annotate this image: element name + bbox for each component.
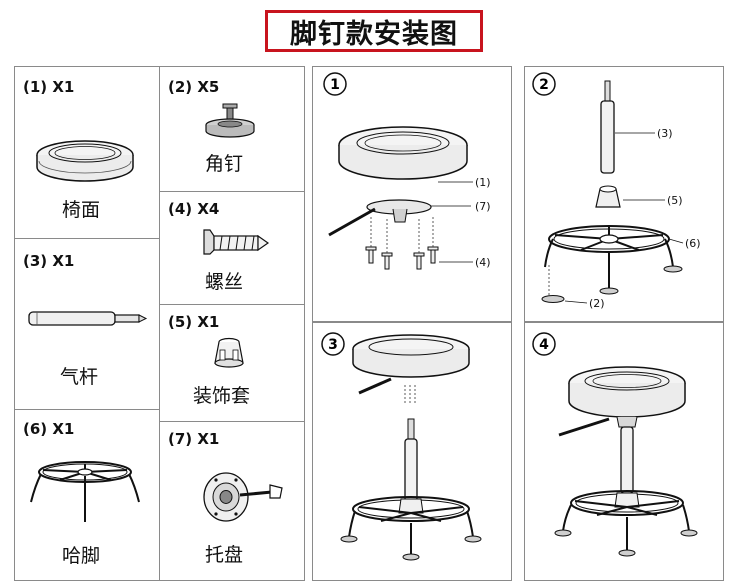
tray-plate-icon	[203, 472, 283, 522]
callout-label: (5)	[667, 194, 683, 207]
step-number: 3	[328, 337, 338, 353]
part-cell-gas-lift: (3) X1 气杆	[14, 238, 160, 410]
part-code: (7) X1	[168, 430, 220, 448]
step-panel-4: 4	[524, 322, 724, 581]
sleeve-icon	[214, 337, 244, 368]
diagram-title: 脚钉款安装图	[290, 18, 458, 50]
base-ring-icon	[30, 461, 140, 522]
callout-label: (3)	[657, 127, 673, 140]
step-panel-1: 1 (1) (7) (4)	[312, 66, 512, 322]
part-code: (3) X1	[23, 252, 75, 270]
step-panel-2: 2 (3) (5) (6) (2)	[524, 66, 724, 322]
part-name: 螺丝	[205, 271, 244, 293]
part-name: 椅面	[62, 199, 101, 221]
part-cell-tray: (7) X1 托盘	[159, 421, 305, 581]
part-code: (2) X5	[168, 78, 220, 96]
part-name: 气杆	[60, 366, 99, 388]
part-name: 装饰套	[193, 385, 251, 407]
step-1-illustration: 1 (1) (7) (4)	[323, 72, 491, 270]
part-code: (5) X1	[168, 313, 220, 331]
part-name: 角钉	[205, 153, 244, 175]
part-code: (4) X4	[168, 200, 220, 218]
part-cell-sleeve: (5) X1 装饰套	[159, 304, 305, 422]
part-code: (6) X1	[23, 420, 75, 438]
part-cell-foot-pad: (2) X5 角钉	[159, 66, 305, 192]
step-number: 1	[330, 77, 340, 93]
callout-label: (1)	[475, 176, 491, 189]
step-number: 2	[539, 77, 549, 93]
callout-label: (7)	[475, 200, 491, 213]
step-4-illustration: 4	[532, 332, 698, 557]
part-code: (1) X1	[23, 78, 75, 96]
step-2-illustration: 2 (3) (5) (6) (2)	[532, 72, 701, 310]
part-cell-base: (6) X1 哈脚	[14, 409, 160, 581]
part-cell-seat: (1) X1 椅面	[14, 66, 160, 239]
step-panel-3: 3	[312, 322, 512, 581]
part-name: 托盘	[205, 544, 244, 566]
seat-cushion-icon	[36, 140, 134, 182]
diagram-title-box: 脚钉款安装图	[265, 10, 483, 52]
callout-label: (2)	[589, 297, 605, 310]
callout-label: (4)	[475, 256, 491, 269]
part-cell-screw: (4) X4 螺丝	[159, 191, 305, 305]
screw-icon	[203, 229, 270, 255]
part-name: 哈脚	[62, 545, 101, 567]
foot-pad-icon	[205, 103, 255, 138]
step-3-illustration: 3	[321, 332, 482, 561]
callout-label: (6)	[685, 237, 701, 250]
gas-lift-icon	[28, 311, 148, 326]
step-number: 4	[539, 337, 549, 353]
